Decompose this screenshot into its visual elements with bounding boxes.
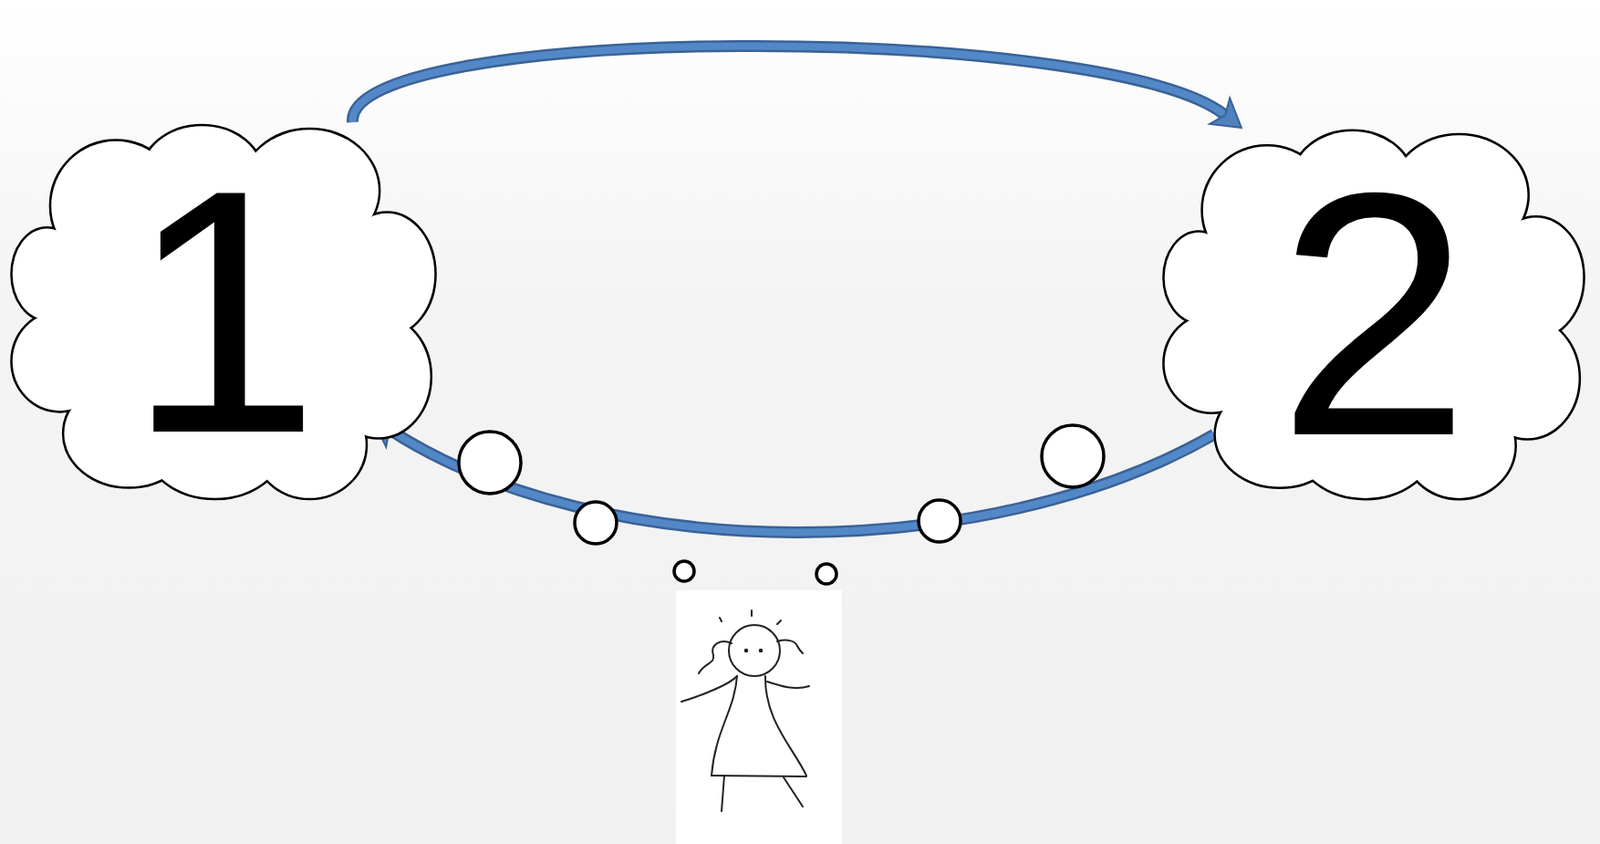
cloud-number: 1 — [126, 138, 320, 486]
curved-arrow — [372, 417, 1215, 532]
arrow-head — [1209, 97, 1242, 128]
stick-figure — [681, 610, 810, 811]
curved-arrow — [353, 45, 1242, 128]
arrow-outline — [353, 45, 1225, 123]
cloud-number: 2 — [1277, 141, 1470, 489]
cloud-node: 2 — [1160, 127, 1588, 502]
cloud-node: 1 — [8, 122, 439, 502]
figure-panel — [675, 590, 842, 844]
arrow-body — [353, 45, 1225, 123]
thought-bubbles — [458, 425, 1104, 584]
